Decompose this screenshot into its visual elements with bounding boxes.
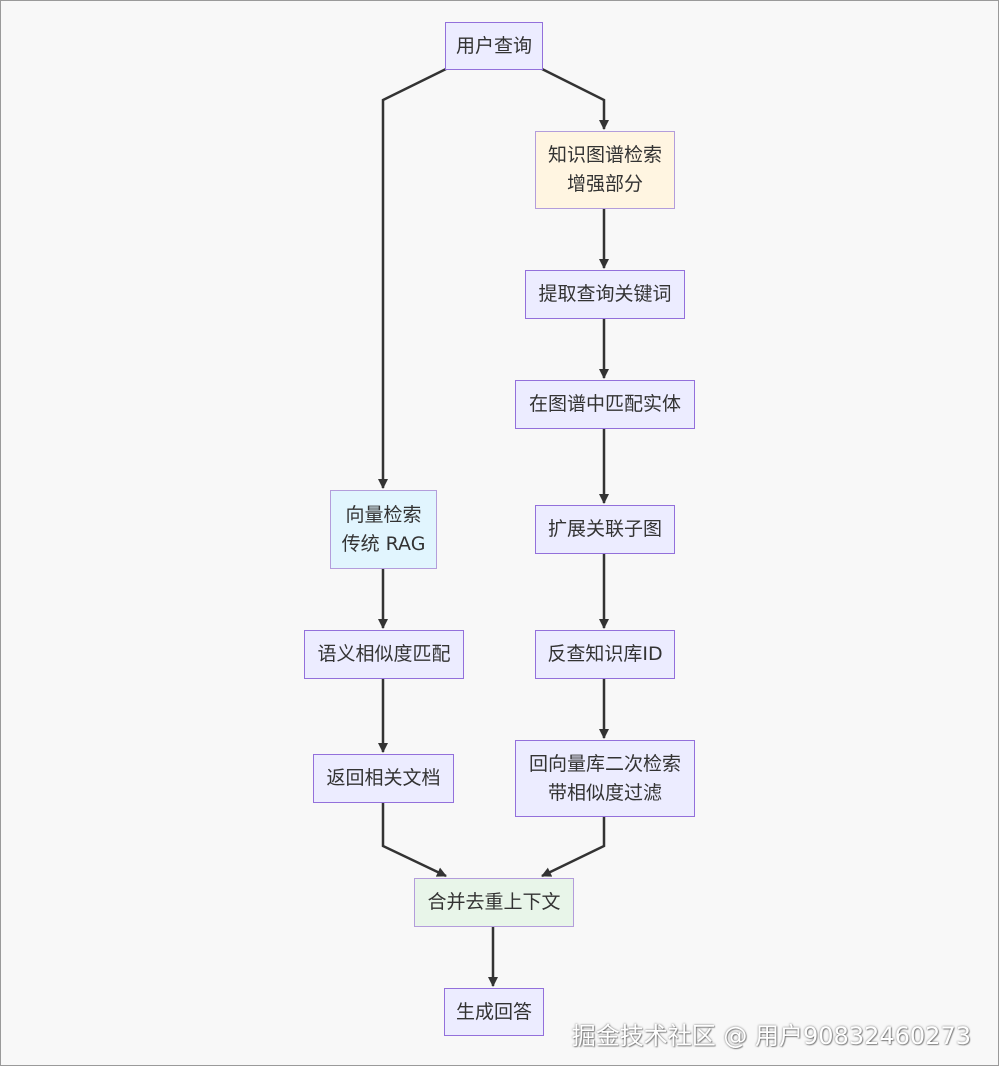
node-kg-retrieval[interactable]: 知识图谱检索 增强部分: [535, 131, 675, 209]
node-user-query-label: 用户查询: [455, 34, 532, 57]
node-lookup-kb-id-label: 反查知识库ID: [547, 643, 663, 665]
node-second-search[interactable]: 回向量库二次检索 带相似度过滤: [515, 740, 695, 817]
edge-query-to-kg: [541, 67, 609, 130]
node-return-docs[interactable]: 返回相关文档: [313, 754, 454, 803]
node-merge-dedupe[interactable]: 合并去重上下文: [414, 878, 574, 927]
node-expand-subgraph-label: 扩展关联子图: [547, 518, 662, 540]
node-extract-keywords[interactable]: 提取查询关键词: [525, 270, 685, 319]
node-kg-retrieval-title: 知识图谱检索: [547, 144, 662, 166]
node-match-entities-label: 在图谱中匹配实体: [528, 393, 681, 415]
node-semantic-match[interactable]: 语义相似度匹配: [304, 630, 464, 679]
node-return-docs-label: 返回相关文档: [326, 767, 441, 789]
node-second-search-line2: 带相似度过滤: [547, 781, 662, 804]
node-generate-answer[interactable]: 生成回答: [444, 988, 544, 1036]
node-user-query[interactable]: 用户查询: [445, 22, 543, 70]
node-extract-keywords-label: 提取查询关键词: [538, 283, 672, 305]
edge-return-to-merge: [381, 802, 447, 878]
node-merge-dedupe-label: 合并去重上下文: [427, 891, 561, 913]
watermark-text: 掘金技术社区 @ 用户90832460273: [571, 1022, 971, 1050]
node-semantic-match-label: 语义相似度匹配: [317, 643, 451, 665]
node-vector-retrieval-title: 向量检索: [345, 503, 422, 526]
node-kg-retrieval-subtitle: 增强部分: [566, 173, 643, 195]
node-match-entities[interactable]: 在图谱中匹配实体: [515, 380, 695, 429]
node-vector-retrieval-subtitle: 传统 RAG: [341, 532, 426, 555]
edge-query-to-vector: [378, 67, 447, 489]
node-expand-subgraph[interactable]: 扩展关联子图: [535, 505, 675, 554]
node-generate-answer-label: 生成回答: [455, 1000, 532, 1023]
edge-second-to-merge: [541, 816, 606, 878]
node-vector-retrieval[interactable]: 向量检索 传统 RAG: [330, 490, 437, 569]
node-second-search-line1: 回向量库二次检索: [528, 752, 681, 775]
node-lookup-kb-id[interactable]: 反查知识库ID: [535, 630, 675, 679]
